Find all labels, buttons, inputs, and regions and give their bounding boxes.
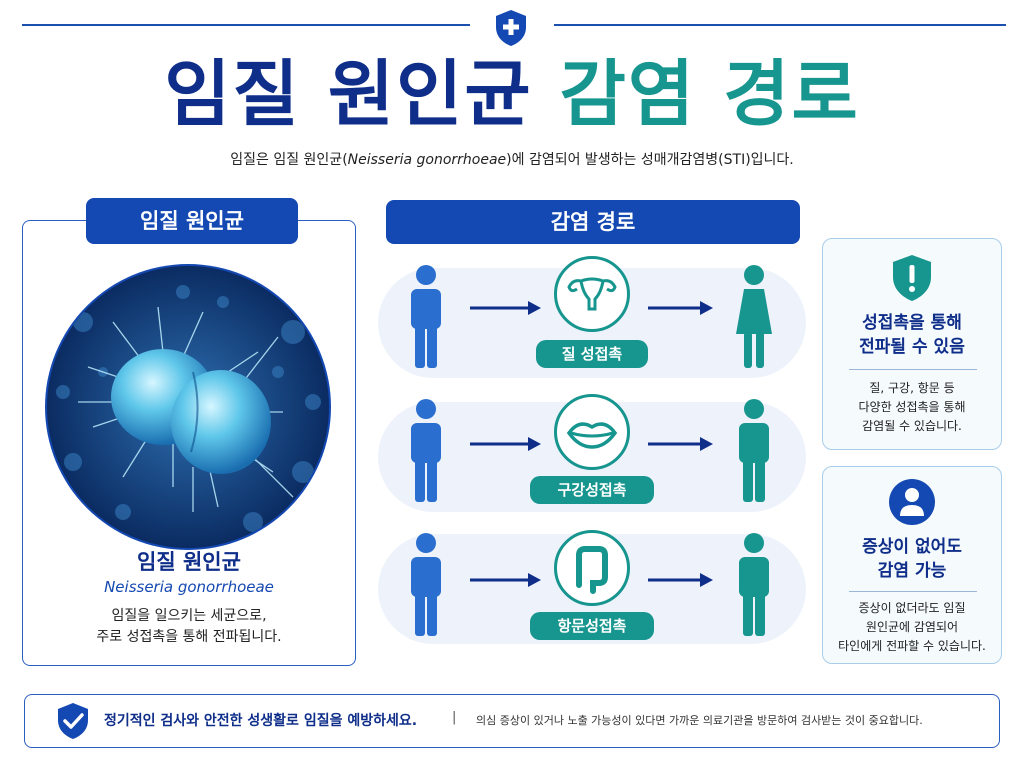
person-teal-icon xyxy=(739,533,769,636)
header-line-left xyxy=(22,24,470,26)
header-line-right xyxy=(554,24,1006,26)
card-desc-line-1: 증상이 없더라도 임질 xyxy=(858,601,966,615)
pathogen-title: 임질 원인균 xyxy=(137,550,241,574)
intestine-icon xyxy=(554,530,630,606)
medical-shield-icon xyxy=(496,10,526,46)
arrow-right-icon xyxy=(648,573,713,587)
check-shield-icon xyxy=(58,703,88,739)
person-female-icon xyxy=(736,265,772,368)
card-title-line-2: 감염 가능 xyxy=(877,561,947,581)
card-divider xyxy=(849,591,977,592)
card-title-line-2: 전파될 수 있음 xyxy=(859,337,965,357)
route-label-anal: 항문성접촉 xyxy=(530,612,654,640)
pathogen-pill: 임질 원인균 xyxy=(86,198,298,244)
warning-shield-icon xyxy=(893,255,931,301)
page-title: 임질 원인균 감염 경로 xyxy=(0,46,1024,142)
card-divider xyxy=(849,369,977,370)
subtitle-before: 임질은 임질 원인균( xyxy=(230,152,348,168)
page-subtitle: 임질은 임질 원인균(Neisseria gonorrhoeae)에 감염되어 … xyxy=(0,150,1024,170)
title-part-1: 임질 원인균 xyxy=(164,52,533,136)
card-desc-line-2: 다양한 성접촉을 통해 xyxy=(858,400,966,414)
arrow-right-icon xyxy=(648,437,713,451)
card-desc-line-1: 질, 구강, 항문 등 xyxy=(869,381,955,395)
person-male-icon xyxy=(411,265,441,368)
subtitle-after: )에 감염되어 발생하는 성매개감염병(STI)입니다. xyxy=(506,152,794,168)
card-desc-line-3: 감염될 수 있습니다. xyxy=(862,419,962,433)
arrow-right-icon xyxy=(470,301,541,315)
route-label-vaginal: 질 성접촉 xyxy=(536,340,648,368)
footer-main-text: 정기적인 검사와 안전한 성생활로 임질을 예방하세요. xyxy=(104,713,418,729)
person-male-icon xyxy=(411,399,441,502)
card-title-line-1: 성접촉을 통해 xyxy=(862,313,962,333)
info-card-asymptomatic: 증상이 없어도 감염 가능 증상이 없더라도 임질 원인균에 감염되어 타인에게… xyxy=(822,466,1002,664)
title-part-2: 감염 경로 xyxy=(559,52,860,136)
card-desc-line-3: 타인에게 전파할 수 있습니다. xyxy=(838,639,986,653)
card-desc-line-2: 원인균에 감염되어 xyxy=(865,620,959,634)
routes-pill: 감염 경로 xyxy=(386,200,800,244)
route-label-oral: 구강성접촉 xyxy=(530,476,654,504)
pathogen-desc-line-1: 임질을 일으키는 세균으로, xyxy=(111,608,267,624)
arrow-right-icon xyxy=(648,301,713,315)
footer-banner xyxy=(24,694,1000,748)
person-teal-icon xyxy=(739,399,769,502)
pathogen-desc-line-2: 주로 성접촉을 통해 전파됩니다. xyxy=(96,629,282,645)
lips-icon xyxy=(554,394,630,470)
person-male-icon xyxy=(411,533,441,636)
arrow-right-icon xyxy=(470,573,541,587)
person-icon xyxy=(889,479,935,525)
pathogen-scientific-name: Neisseria gonorrhoeae xyxy=(104,578,274,596)
footer-sub-text: 의심 증상이 있거나 노출 가능성이 있다면 가까운 의료기관을 방문하여 검사… xyxy=(476,714,923,727)
footer-separator: | xyxy=(452,710,457,725)
uterus-icon xyxy=(554,256,630,332)
bacteria-illustration xyxy=(45,264,331,550)
info-card-transmission: 성접촉을 통해 전파될 수 있음 질, 구강, 항문 등 다양한 성접촉을 통해… xyxy=(822,238,1002,450)
card-title-line-1: 증상이 없어도 xyxy=(862,537,962,557)
pathogen-description: 임질을 일으키는 세균으로, 주로 성접촉을 통해 전파됩니다. xyxy=(22,606,356,648)
arrow-right-icon xyxy=(470,437,541,451)
subtitle-scientific: Neisseria gonorrhoeae xyxy=(347,152,507,168)
